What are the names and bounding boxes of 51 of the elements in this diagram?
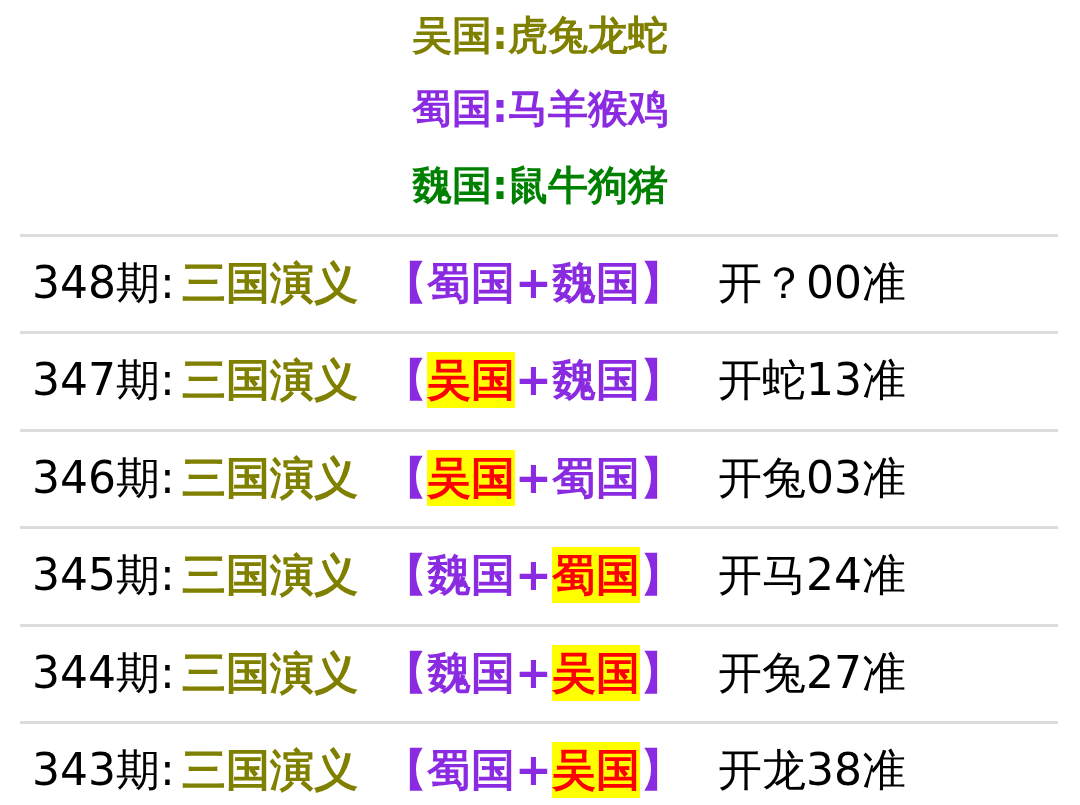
plus-sign: + bbox=[515, 256, 552, 310]
kingdom-name: 魏国 bbox=[551, 353, 640, 407]
kingdom-name: 魏国 bbox=[427, 548, 515, 602]
book-title: 三国演义 bbox=[182, 743, 358, 797]
period-label: 345期: bbox=[32, 548, 175, 602]
bracket: 【 bbox=[383, 353, 427, 407]
plus-sign: + bbox=[515, 548, 552, 602]
highlighted-kingdom: 吴国 bbox=[551, 742, 640, 798]
kingdom-name: 蜀国 bbox=[551, 451, 640, 505]
kingdom-name: 蜀国 bbox=[427, 256, 515, 310]
book-title: 三国演义 bbox=[182, 451, 358, 505]
bracket: 】 bbox=[639, 256, 684, 310]
result-text: 开马24准 bbox=[718, 548, 906, 602]
plus-sign: + bbox=[515, 451, 552, 505]
kingdom-name: 蜀国 bbox=[427, 743, 515, 797]
bracket: 【 bbox=[383, 256, 427, 310]
heading-text: 魏国:鼠牛狗猪 bbox=[412, 161, 668, 210]
bracket: 【 bbox=[383, 548, 427, 602]
plus-sign: + bbox=[515, 646, 552, 700]
bracket: 【 bbox=[383, 743, 427, 797]
book-title: 三国演义 bbox=[182, 548, 358, 602]
book-title: 三国演义 bbox=[182, 646, 358, 700]
bracket: 】 bbox=[639, 451, 684, 505]
highlighted-kingdom: 吴国 bbox=[427, 450, 515, 506]
bracket: 】 bbox=[639, 353, 684, 407]
period-label: 348期: bbox=[32, 256, 175, 310]
highlighted-kingdom: 吴国 bbox=[427, 352, 515, 408]
book-title: 三国演义 bbox=[182, 256, 358, 310]
result-text: 开？00准 bbox=[718, 256, 906, 310]
period-label: 343期: bbox=[32, 743, 175, 797]
plus-sign: + bbox=[515, 743, 552, 797]
bracket: 【 bbox=[383, 646, 427, 700]
highlighted-kingdom: 吴国 bbox=[551, 645, 640, 701]
bracket: 】 bbox=[639, 646, 684, 700]
bracket: 】 bbox=[639, 548, 684, 602]
result-text: 开蛇13准 bbox=[718, 353, 906, 407]
bracket: 】 bbox=[639, 743, 684, 797]
period-label: 344期: bbox=[32, 646, 175, 700]
period-label: 346期: bbox=[32, 451, 175, 505]
plus-sign: + bbox=[515, 353, 552, 407]
kingdom-name: 魏国 bbox=[551, 256, 640, 310]
highlighted-kingdom: 蜀国 bbox=[551, 547, 640, 603]
heading-text: 吴国:虎兔龙蛇 bbox=[412, 11, 668, 60]
result-text: 开兔03准 bbox=[718, 451, 906, 505]
book-title: 三国演义 bbox=[182, 353, 358, 407]
result-text: 开龙38准 bbox=[718, 743, 906, 797]
bracket: 【 bbox=[383, 451, 427, 505]
result-text: 开兔27准 bbox=[718, 646, 906, 700]
kingdom-name: 魏国 bbox=[427, 646, 515, 700]
heading-text: 蜀国:马羊猴鸡 bbox=[412, 84, 668, 133]
period-label: 347期: bbox=[32, 353, 175, 407]
